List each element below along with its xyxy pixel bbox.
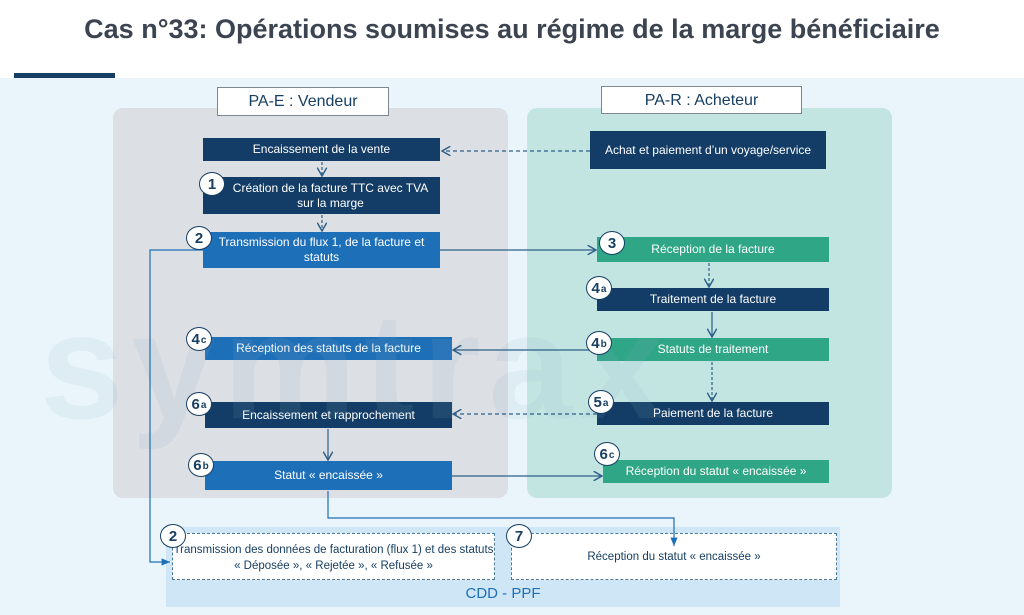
ppf-badge-7: 7 xyxy=(506,524,532,548)
step-6a-encaissement: Encaissement et rapprochement xyxy=(205,402,452,428)
step-3-reception-facture: Réception de la facture xyxy=(597,237,829,262)
ppf-badge-2: 2 xyxy=(160,524,186,548)
watermark-logo: symtrax xyxy=(40,282,672,450)
ppf-step-2-transmission: Transmission des données de facturation … xyxy=(172,533,495,580)
ppf-label: CDD - PPF xyxy=(465,585,541,602)
step-2-transmission: Transmission du flux 1, de la facture et… xyxy=(203,232,440,268)
buyer-header: PA-R : Acheteur xyxy=(601,86,802,114)
badge-1: 1 xyxy=(199,172,225,196)
step-4c-reception-statuts: Réception des statuts de la facture xyxy=(205,337,452,360)
step-6c-reception-statut: Réception du statut « encaissée » xyxy=(603,460,829,483)
step-6b-statut-encaissee: Statut « encaissée » xyxy=(205,461,452,490)
seller-panel xyxy=(113,108,508,498)
step-encaissement-vente: Encaissement de la vente xyxy=(203,138,440,161)
step-1-creation-facture: Création de la facture TTC avec TVA sur … xyxy=(203,177,440,214)
step-4a-traitement: Traitement de la facture xyxy=(597,288,829,311)
page-title: Cas n°33: Opérations soumises au régime … xyxy=(84,14,940,44)
step-5a-paiement: Paiement de la facture xyxy=(597,402,829,425)
step-achat-paiement: Achat et paiement d’un voyage/service xyxy=(590,131,826,169)
title-underline xyxy=(14,73,115,78)
arrow-6b-to-ppf-7 xyxy=(327,491,678,546)
step-4b-statuts-traitement: Statuts de traitement xyxy=(597,338,829,361)
arrow-transmission-to-ppf xyxy=(149,249,203,566)
seller-header: PA-E : Vendeur xyxy=(217,87,389,116)
badge-2: 2 xyxy=(186,226,212,250)
badge-3: 3 xyxy=(599,231,625,255)
